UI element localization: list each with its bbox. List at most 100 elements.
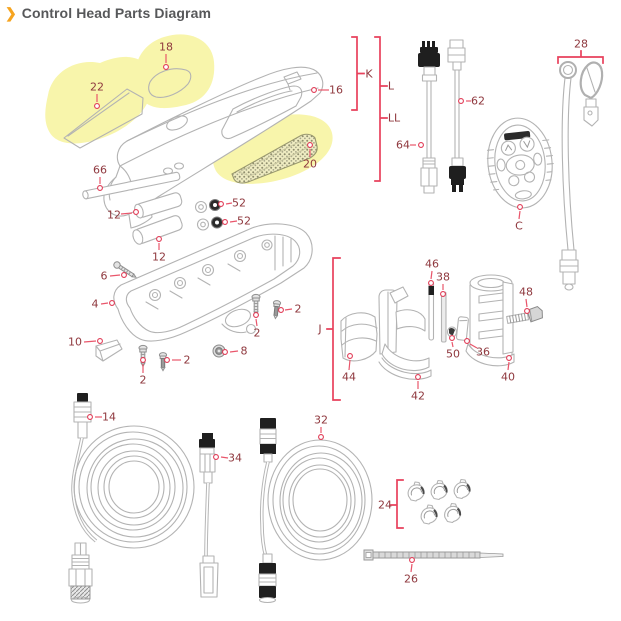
part-label-38: 38 xyxy=(436,271,450,297)
part-remote-c xyxy=(486,117,554,209)
svg-text:50: 50 xyxy=(446,348,460,361)
part-extension-cable-34 xyxy=(199,433,219,598)
part-label-22: 22 xyxy=(90,81,104,109)
part-cover-plate-10 xyxy=(95,339,123,362)
part-label-18: 18 xyxy=(159,41,173,70)
part-label-42: 42 xyxy=(411,374,425,403)
svg-text:12: 12 xyxy=(107,209,121,222)
part-label-2: 2 xyxy=(253,312,261,340)
part-label-14: 14 xyxy=(87,411,116,424)
part-label-L: L xyxy=(388,80,395,93)
bracket-j xyxy=(326,257,341,401)
part-label-50: 50 xyxy=(446,335,460,361)
svg-text:J: J xyxy=(317,323,321,336)
part-label-12: 12 xyxy=(107,209,139,222)
svg-text:12: 12 xyxy=(152,251,166,264)
part-bolt-48 xyxy=(506,305,543,324)
part-label-40: 40 xyxy=(501,355,515,384)
part-label-28: 28 xyxy=(574,38,588,51)
part-adapter-cable-64 xyxy=(418,41,440,194)
svg-text:42: 42 xyxy=(411,390,425,403)
part-clamp-44 xyxy=(340,312,378,362)
svg-text:48: 48 xyxy=(519,286,533,299)
part-cable-tie-26 xyxy=(363,549,504,561)
part-label-16: 16 xyxy=(311,84,343,97)
svg-text:22: 22 xyxy=(90,81,104,94)
svg-text:62: 62 xyxy=(471,95,485,108)
part-adapter-cable-62 xyxy=(447,39,466,192)
part-decal-22 xyxy=(63,88,144,149)
svg-text:8: 8 xyxy=(241,345,248,358)
bracket-k xyxy=(351,36,365,111)
part-control-cable-32 xyxy=(258,418,373,604)
svg-text:44: 44 xyxy=(342,371,356,384)
svg-text:LL: LL xyxy=(388,112,401,125)
part-label-48: 48 xyxy=(519,286,533,314)
part-label-LL: LL xyxy=(388,112,401,125)
page-header: ❯ Control Head Parts Diagram xyxy=(5,5,211,21)
part-label-J: J xyxy=(317,323,321,336)
part-screw-2a xyxy=(138,344,148,368)
bracket-l-ll xyxy=(374,36,388,182)
part-decal-18 xyxy=(148,68,192,98)
svg-text:6: 6 xyxy=(101,270,108,283)
reference-brackets xyxy=(326,36,604,529)
part-label-2: 2 xyxy=(164,354,191,367)
part-screw-2b xyxy=(158,352,168,372)
svg-text:24: 24 xyxy=(378,499,392,512)
part-screw-6 xyxy=(113,261,137,278)
part-washers-52b xyxy=(196,216,223,231)
svg-text:34: 34 xyxy=(228,452,242,465)
part-label-6: 6 xyxy=(101,270,127,283)
bracket-28 xyxy=(557,50,604,64)
svg-text:2: 2 xyxy=(140,374,147,387)
part-label-52: 52 xyxy=(222,215,251,228)
part-lanyard-28 xyxy=(559,61,604,291)
svg-text:64: 64 xyxy=(396,139,410,152)
page-title: Control Head Parts Diagram xyxy=(21,5,212,21)
part-tube-12b xyxy=(132,215,183,245)
part-screw-2c xyxy=(251,293,261,316)
svg-text:28: 28 xyxy=(574,38,588,51)
part-label-46: 46 xyxy=(425,258,439,286)
part-washers-52a xyxy=(194,199,221,214)
part-label-64: 64 xyxy=(396,139,424,152)
part-label-66: 66 xyxy=(93,164,107,191)
svg-text:40: 40 xyxy=(501,371,515,384)
part-mount-42 xyxy=(378,286,432,380)
part-pin-46 xyxy=(428,281,435,341)
part-label-K: K xyxy=(365,68,373,81)
part-strip-38 xyxy=(440,291,447,343)
part-nut-8 xyxy=(212,344,226,358)
part-label-32: 32 xyxy=(314,414,328,440)
part-tube-66 xyxy=(82,171,181,200)
bracket-24 xyxy=(390,479,404,529)
part-label-4: 4 xyxy=(92,298,115,311)
svg-text:C: C xyxy=(515,220,523,233)
part-label-8: 8 xyxy=(222,345,248,358)
svg-text:46: 46 xyxy=(425,258,439,271)
svg-text:52: 52 xyxy=(232,197,246,210)
part-label-36: 36 xyxy=(464,338,490,359)
svg-text:18: 18 xyxy=(159,41,173,54)
part-label-12: 12 xyxy=(152,236,166,264)
chevron-icon: ❯ xyxy=(5,5,17,21)
part-label-34: 34 xyxy=(213,452,242,465)
part-power-cable-14 xyxy=(68,393,195,604)
svg-text:20: 20 xyxy=(303,158,317,171)
part-label-2: 2 xyxy=(140,357,147,387)
svg-text:2: 2 xyxy=(184,354,191,367)
svg-text:L: L xyxy=(388,80,395,93)
svg-text:K: K xyxy=(365,68,373,81)
part-label-C: C xyxy=(515,204,523,233)
svg-text:14: 14 xyxy=(102,411,116,424)
svg-text:2: 2 xyxy=(295,303,302,316)
part-label-20: 20 xyxy=(303,142,317,171)
part-label-10: 10 xyxy=(68,336,103,349)
part-label-26: 26 xyxy=(404,557,418,586)
part-bracket-40 xyxy=(465,274,515,367)
part-screw-2d xyxy=(272,300,282,320)
